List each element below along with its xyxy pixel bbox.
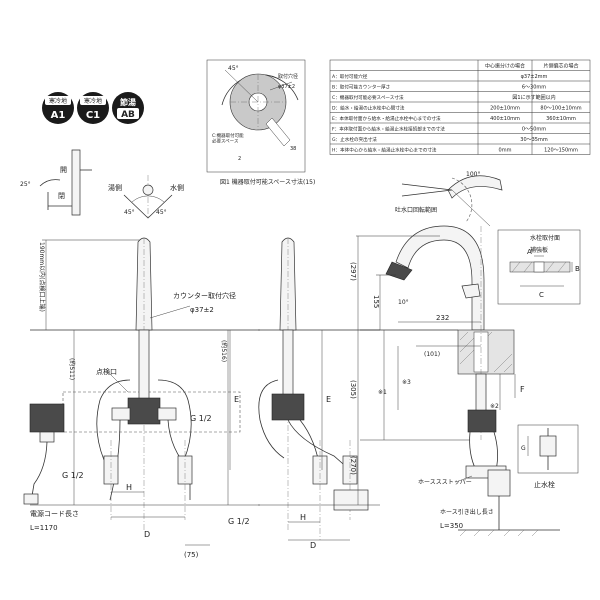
stop-valve-label: 止水栓 xyxy=(534,480,555,489)
dim-270: (270) xyxy=(349,456,357,475)
table-row-value-center: 200±10mm xyxy=(490,106,520,112)
handle-angle-sketch: 25° 開 閉 xyxy=(20,149,92,216)
table-row-label: B：取付可能カウンター厚さ xyxy=(332,84,390,91)
table-frame xyxy=(329,59,591,155)
detail-hole-note: 取付穴径 xyxy=(278,73,298,80)
dim-155: 155 xyxy=(372,295,380,308)
table-row-value: 0～50mm xyxy=(522,127,546,133)
hose-length: L=350 xyxy=(440,522,463,530)
side-view-dims: (297) 155 232 10° (101) ※1 ※3 ※2 (305) (… xyxy=(349,235,525,530)
dim-10: 10° xyxy=(398,299,409,306)
g12-bottom-left: G 1/2 xyxy=(228,517,250,526)
handle-close: 閉 xyxy=(58,192,65,200)
detail-figure-1: 45° 取付穴径 φ37±2 C:機器取付可能必要スペース 38 2 xyxy=(206,59,306,173)
dim-297: (297) xyxy=(349,262,357,281)
table-header-cell: 中心振分けの場合 xyxy=(485,63,525,70)
badge-cold-climate-c1: 寒冷地 C1 xyxy=(77,92,109,124)
detail-caption: 図1 機器取付可能スペース寸法(15) xyxy=(220,178,315,186)
mark-3-side: ※3 xyxy=(402,379,411,386)
table-row-value-offset: 360±10mm xyxy=(546,116,576,122)
g12-right-left: G 1/2 xyxy=(190,414,212,423)
table-row-value-center: 400±10mm xyxy=(490,116,520,122)
spout-angle: 100° xyxy=(466,171,480,178)
cold-side-label: 水側 xyxy=(170,183,184,192)
hot-cold-angle-sketch: 湯側 水側 45° 45° xyxy=(108,175,184,219)
table-row-label: F：本体取付面から給水・給湯止水栓接続部までの寸法 xyxy=(332,126,445,133)
hot-side-label: 湯側 xyxy=(108,183,122,192)
counter-thick-label: 補強板 xyxy=(530,246,548,254)
front-view-center xyxy=(23,237,260,530)
spout-range-caption: 吐水口回転範囲 xyxy=(395,206,437,214)
g12-left-left: G 1/2 xyxy=(62,471,84,480)
table-row-value: 6～30mm xyxy=(522,85,546,91)
badge-c1-line1: 寒冷地 xyxy=(84,97,102,105)
spout-rotation-sketch: 100° 吐水口回転範囲 xyxy=(395,171,503,227)
dim-e-center: E xyxy=(326,395,331,404)
dim-b: B xyxy=(575,265,580,273)
inspection-label: 点検口 xyxy=(96,367,117,376)
table-row-value-center: 0mm xyxy=(499,148,512,154)
detail-dim-38: 38 xyxy=(290,146,296,152)
table-row-value: φ37±2mm xyxy=(521,74,548,80)
mark-1-side: ※1 xyxy=(378,389,387,396)
table-row-value-offset: 80～100±10mm xyxy=(540,106,581,112)
dim-d-center: D xyxy=(310,541,316,550)
mark-2-side: ※2 xyxy=(490,403,499,410)
spec-table: 中心振分けの場合 片側偏芯の場合 A：取付可能穴径 φ37±2mmB：取付可能カウンタ… xyxy=(329,59,591,155)
badge-cold-climate-a1: 寒冷地 A1 xyxy=(42,92,74,124)
dim-g: G xyxy=(521,445,526,452)
about-516-label: (約516) xyxy=(220,340,228,362)
cord-label: 電源コード長さ xyxy=(30,509,79,518)
counter-hole-dim: φ37±2 xyxy=(190,306,214,314)
front-view-offset xyxy=(258,237,380,540)
table-header-cell: 片側偏芯の場合 xyxy=(543,63,578,70)
dim-101: (101) xyxy=(424,351,440,358)
handle-open: 開 xyxy=(60,166,67,174)
dim-h-center: H xyxy=(300,513,306,522)
detail-space-note: C:機器取付可能必要スペース xyxy=(212,132,244,144)
table-row-label: D：給水・給湯の止水栓中心間寸法 xyxy=(332,105,405,112)
handle-angle: 25° xyxy=(20,181,31,188)
dim-f: F xyxy=(520,385,525,394)
dim-a: A xyxy=(527,248,532,256)
table-row-value: 図1に示す範囲以内 xyxy=(512,94,555,101)
badge-ab-line1: 節湯 xyxy=(120,97,136,107)
hot-angle: 45° xyxy=(124,209,135,216)
counter-section-detail: A B C 水栓取付面 補強板 xyxy=(497,229,581,305)
dim-e-left: E xyxy=(234,395,239,404)
dim-232: 232 xyxy=(436,314,449,322)
badge-water-saving-ab: 節湯 AB xyxy=(112,92,144,124)
table-row-label: E：本体取付面から給水・給湯止水栓中心までの寸法 xyxy=(332,115,441,122)
hose-stopper-label: ホーススストッパー xyxy=(418,479,472,486)
height-190-label: 190mm以内(点検口上端) xyxy=(38,242,46,312)
table-row-label: C：機器取付可能必要スペース寸法 xyxy=(332,94,404,101)
counter-section-label: 水栓取付面 xyxy=(530,234,560,242)
about-511-label: (約511) xyxy=(68,358,76,380)
cord-length: L=1170 xyxy=(30,524,58,532)
hose-pull-label: ホース引き出し長さ xyxy=(440,508,494,516)
cold-angle: 45° xyxy=(156,209,167,216)
table-row-value-offset: 120～150mm xyxy=(544,148,578,154)
detail-dim-2: 2 xyxy=(238,156,241,162)
detail-hole-dim: φ37±2 xyxy=(278,84,295,90)
front-view-left-dims: 190mm以内(点検口上端) (約511) カウンター取付穴径 φ37±2 点検… xyxy=(30,239,250,559)
badge-c1-line2: C1 xyxy=(86,110,100,121)
dim-c: C xyxy=(539,291,544,299)
dim-75: (75) xyxy=(184,551,199,559)
stop-valve-detail: G 止水栓 xyxy=(458,424,579,537)
dim-d-left: D xyxy=(144,530,150,539)
front-view-offset-dims: (約516) E H D xyxy=(220,330,350,550)
table-row-value: 30～35mm xyxy=(520,137,548,143)
badge-ab-line2: AB xyxy=(121,110,135,120)
table-row-label: G：止水栓の突出寸法 xyxy=(332,136,377,143)
table-row-label: A：取付可能穴径 xyxy=(332,73,368,80)
dim-305: (305) xyxy=(349,380,357,399)
badge-a1-line2: A1 xyxy=(51,110,66,121)
counter-hole-label: カウンター取付穴径 xyxy=(173,291,236,300)
table-row-label: H：本体中心から給水・給湯止水栓中心までの寸法 xyxy=(332,147,437,154)
dim-h-left: H xyxy=(126,483,132,492)
badge-a1-line1: 寒冷地 xyxy=(49,97,67,105)
detail-angle: 45° xyxy=(228,65,239,72)
